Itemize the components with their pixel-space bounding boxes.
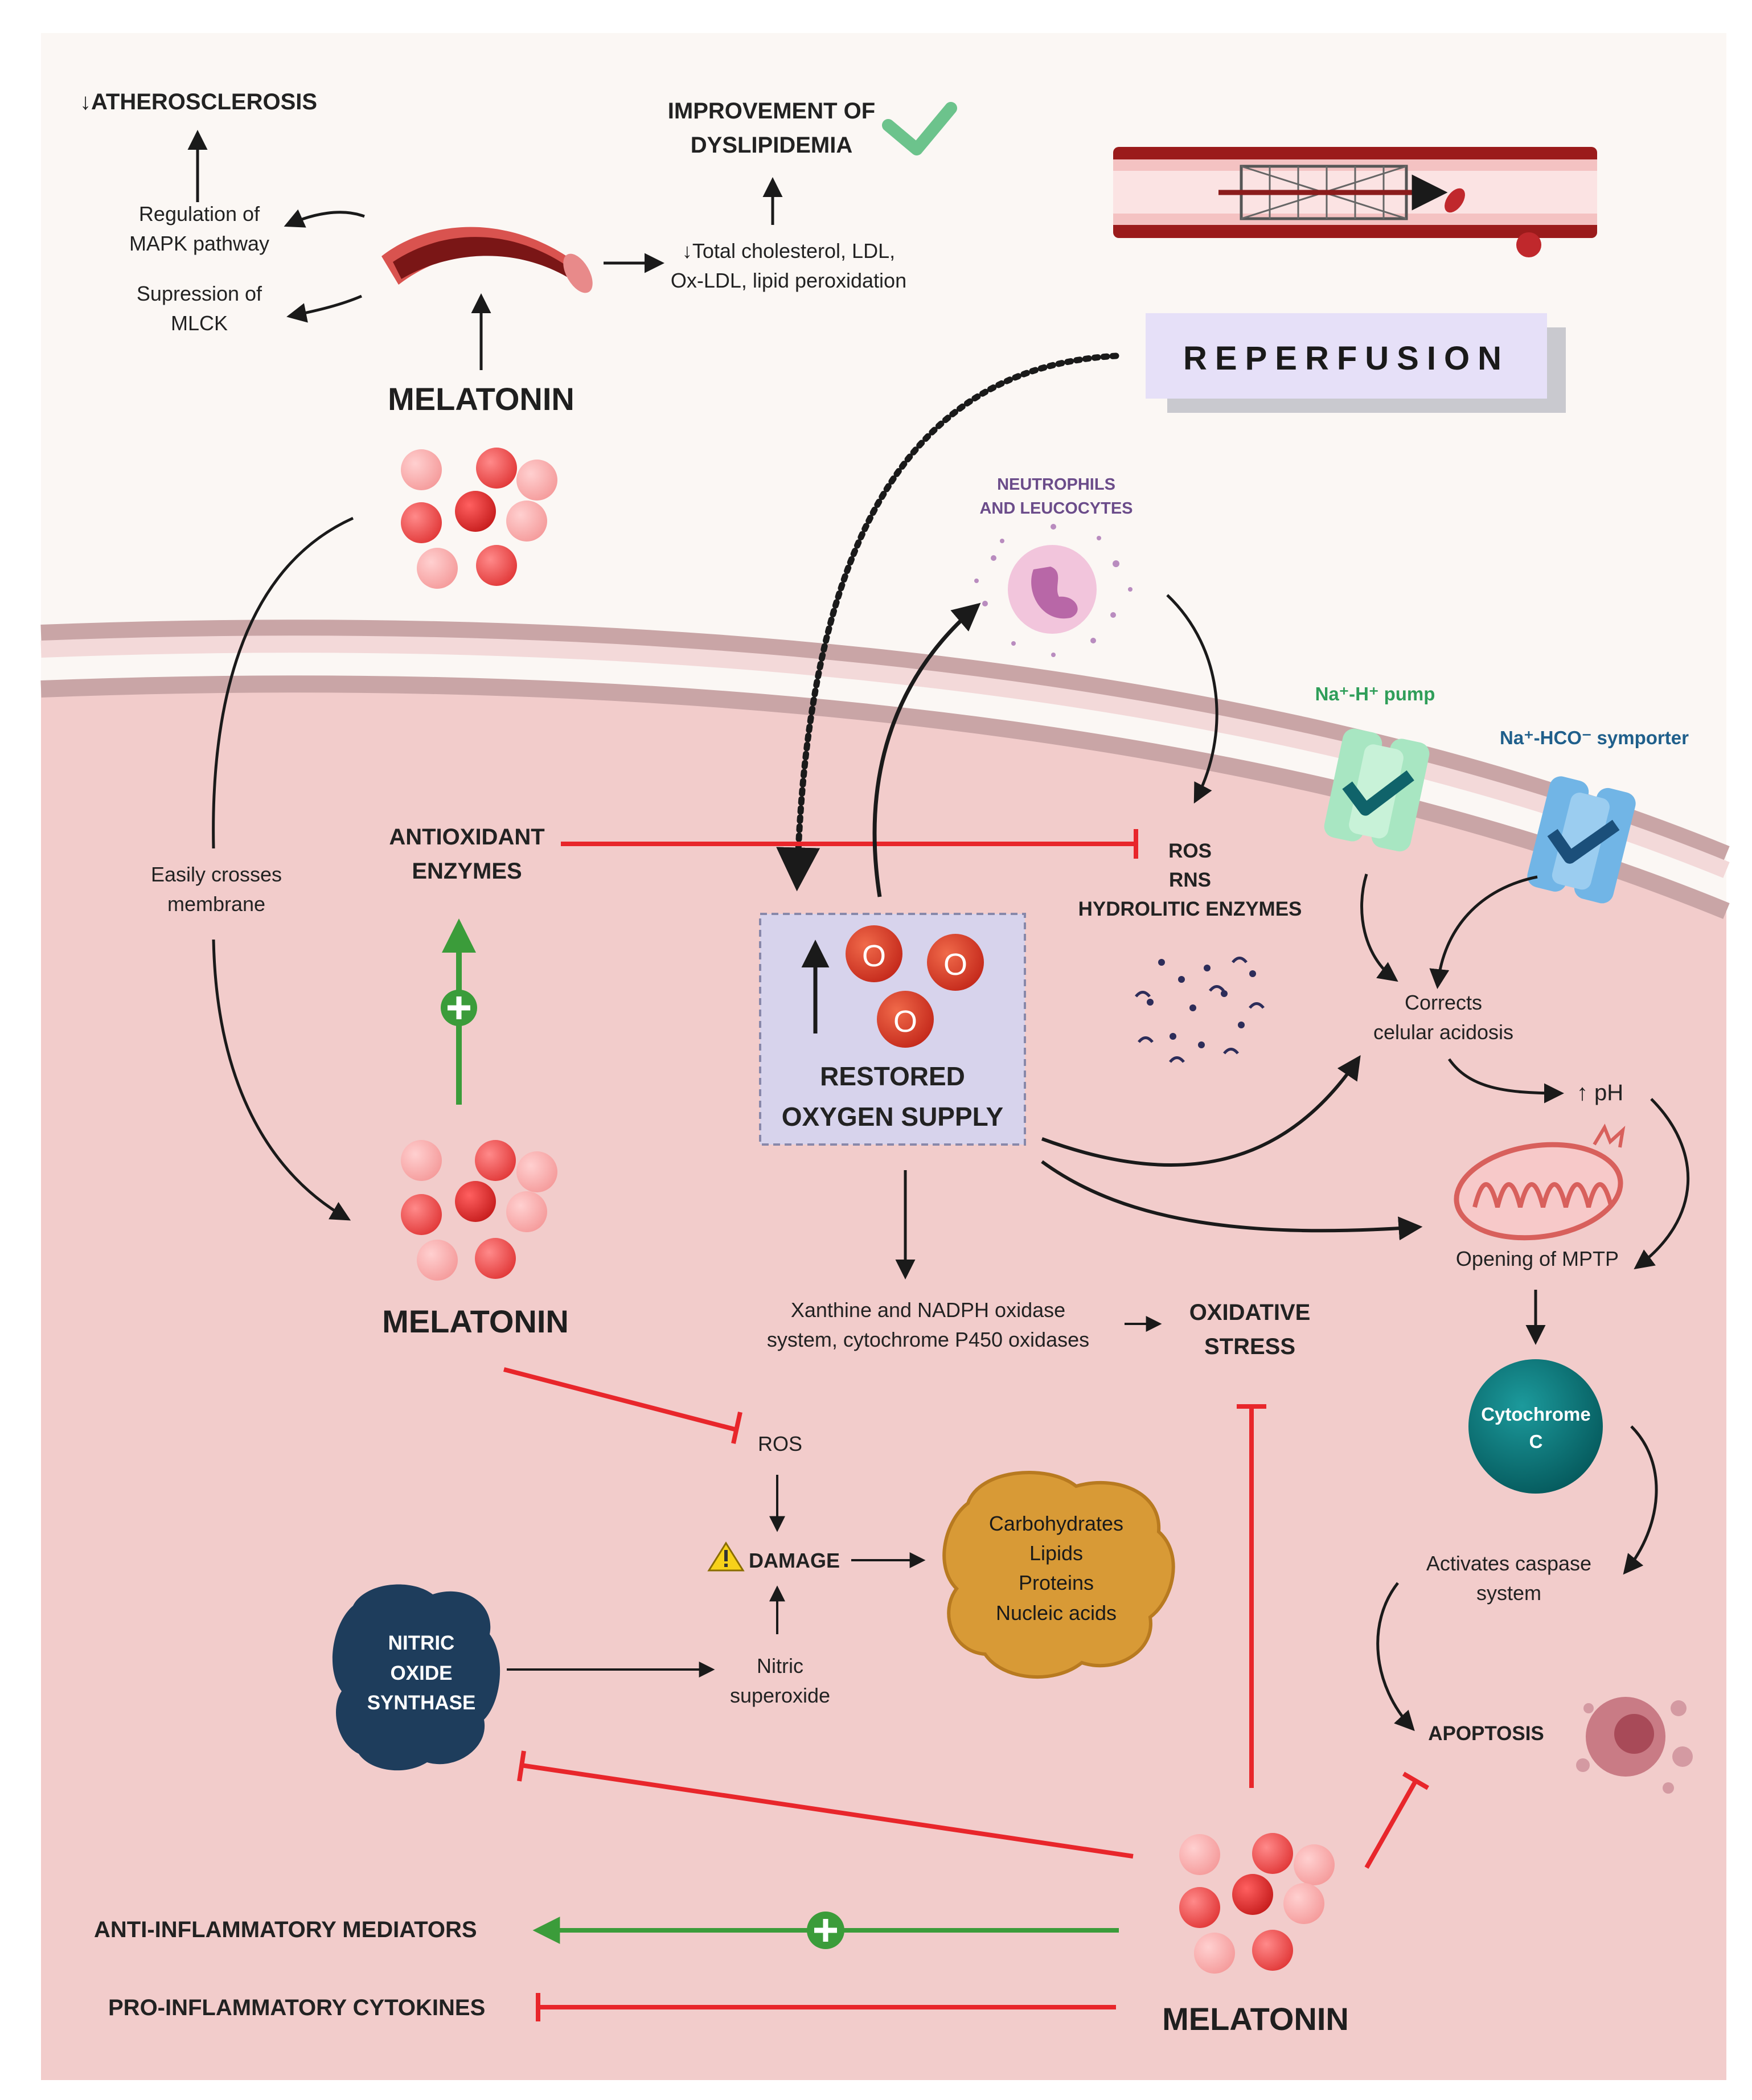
pro-inflammatory-label: PRO-INFLAMMATORY CYTOKINES	[108, 1995, 486, 2020]
arrow-crosses-upper	[212, 516, 354, 849]
na-h-pump-label: Na⁺-H⁺ pump	[1315, 683, 1435, 704]
atherosclerosis-label: ↓ATHEROSCLEROSIS	[80, 89, 318, 114]
neutrophils-label: NEUTROPHILS AND LEUCOCYTES	[979, 475, 1133, 518]
o2-letter-1: O	[861, 939, 886, 973]
na-hco-symporter-label: Na⁺-HCO⁻ symporter	[1500, 727, 1689, 748]
arrow-acidosis-to-ph	[1447, 1058, 1564, 1104]
mapk-label: Regulation of MAPK pathway	[129, 202, 270, 256]
activates-caspase-label: Activates caspase system	[1426, 1552, 1592, 1605]
arrow-to-mapk	[284, 209, 365, 228]
damage-label: DAMAGE	[749, 1549, 840, 1572]
o2-letter-2: O	[943, 948, 967, 982]
nitric-superoxide-label: Nitric superoxide	[729, 1654, 831, 1708]
macromolecules-label: Carbohydrates Lipids Proteins Nucleic ac…	[988, 1512, 1124, 1625]
ph-label: ↑ pH	[1576, 1080, 1624, 1105]
melatonin-molecule-icon	[401, 448, 557, 589]
oxidative-stress-label: OXIDATIVE STRESS	[1189, 1300, 1311, 1359]
arrow-pump-to-acidosis	[1360, 873, 1398, 982]
corrects-acidosis-label: Corrects celular acidosis	[1373, 991, 1514, 1044]
o2-letter-3: O	[893, 1004, 917, 1039]
stent-icon	[1113, 147, 1597, 257]
antioxidant-label: ANTIOXIDANT ENZYMES	[389, 825, 545, 884]
transporter-icon	[1527, 776, 1636, 904]
arrow-caspase-to-apoptosis	[1376, 1582, 1415, 1732]
inhibit-melatonin-ros	[503, 1367, 736, 1432]
arrow-symporter-to-acidosis	[1429, 875, 1538, 989]
cell-membrane-middle	[40, 635, 1730, 878]
blood-vessel-icon	[381, 227, 593, 293]
apoptosis-label: APOPTOSIS	[1428, 1722, 1544, 1745]
melatonin-label-bottom: MELATONIN	[1162, 2001, 1349, 2037]
cholesterol-label: ↓Total cholesterol, LDL, Ox-LDL, lipid p…	[670, 239, 907, 293]
neutrophil-icon	[974, 524, 1133, 657]
cell-membrane-inner	[40, 675, 1730, 919]
arrow-oxygen-to-neutrophils	[872, 602, 981, 897]
cell-membrane-outer	[40, 620, 1730, 862]
easily-crosses-label: Easily crosses membrane	[150, 863, 282, 916]
arrow-crosses-lower	[212, 939, 351, 1221]
warning-icon	[707, 1541, 745, 1572]
mitochondria-icon	[1454, 1123, 1626, 1241]
restored-oxygen-label: RESTORED OXYGEN SUPPLY	[781, 1061, 1004, 1132]
melatonin-label-top: MELATONIN	[388, 381, 575, 417]
xanthine-label: Xanthine and NADPH oxidase system, cytoc…	[766, 1298, 1090, 1352]
macromolecules-blob	[942, 1471, 1175, 1679]
reperfusion-box	[1146, 313, 1547, 399]
oxygen-molecule-icon	[846, 925, 984, 1048]
reperfusion-label: REPERFUSION	[1183, 340, 1509, 377]
ros-rns-label: ROS RNS HYDROLITIC ENZYMES	[1078, 840, 1302, 920]
cytochrome-c-icon	[1468, 1359, 1603, 1494]
arrow-ph-to-mptp	[1634, 1098, 1690, 1270]
apoptotic-cell-icon	[1576, 1697, 1693, 1794]
melatonin-molecule-icon	[401, 1140, 557, 1281]
arrow-neutrophils-to-ros	[1166, 594, 1218, 804]
checkmark-icon	[882, 102, 957, 155]
nos-label: NITRIC OXIDE SYNTHASE	[367, 1632, 476, 1714]
arrow-cytochrome-to-caspase	[1623, 1425, 1658, 1575]
cytochrome-c-label: Cytochrome C	[1481, 1404, 1591, 1452]
inhibit-melatonin-apoptosis	[1364, 1781, 1417, 1869]
arrow-reperfusion-to-oxygen	[776, 352, 1119, 892]
ros-particles-icon	[1147, 959, 1256, 1048]
anti-inflammatory-label: ANTI-INFLAMMATORY MEDIATORS	[94, 1917, 477, 1942]
mlck-label: Supression of MLCK	[136, 282, 262, 335]
nitric-oxide-synthase-blob	[332, 1584, 500, 1771]
arrow-oxygen-to-acidosis	[1041, 1055, 1361, 1167]
arrow-to-mlck	[286, 294, 362, 323]
opening-mptp-label: Opening of MPTP	[1455, 1247, 1619, 1270]
transporter-icon	[1324, 728, 1430, 852]
inhibit-melatonin-nos	[520, 1763, 1134, 1859]
melatonin-label-middle: MELATONIN	[382, 1303, 569, 1339]
ros-label: ROS	[757, 1432, 802, 1455]
arrow-oxygen-to-mptp	[1041, 1160, 1423, 1241]
improvement-label: IMPROVEMENT OF DYSLIPIDEMIA	[667, 99, 876, 158]
melatonin-molecule-icon	[1179, 1833, 1335, 1974]
